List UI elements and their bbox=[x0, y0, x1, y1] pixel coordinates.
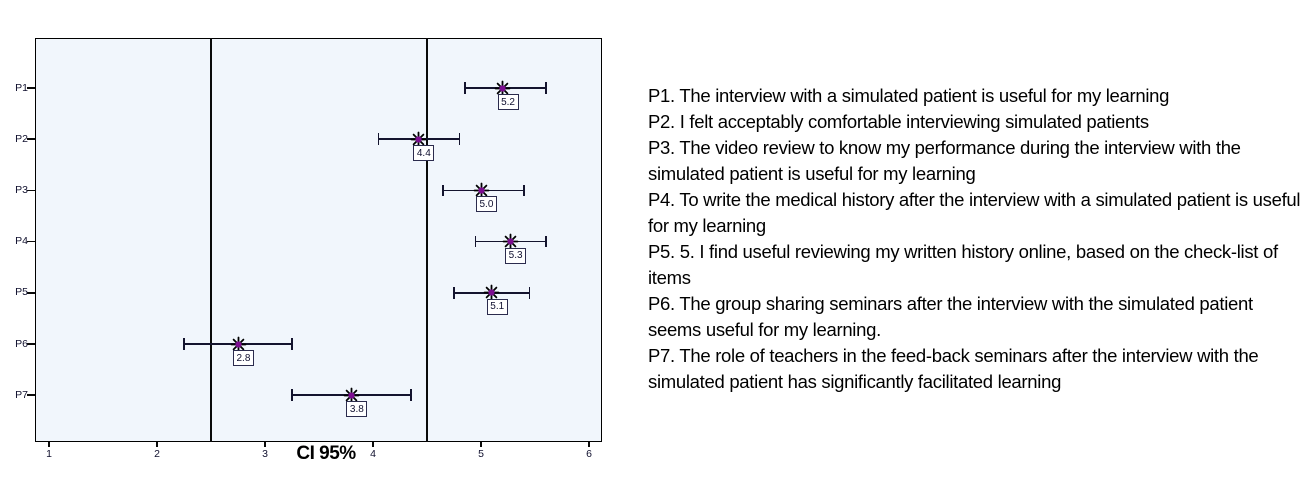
x-axis-tick-label: 5 bbox=[478, 448, 484, 460]
y-axis-tick bbox=[27, 240, 35, 243]
x-axis-tick-label: 3 bbox=[262, 448, 268, 460]
ci-cap-low bbox=[291, 389, 293, 401]
mean-value-box: 3.8 bbox=[346, 401, 368, 418]
ci-cap-high bbox=[458, 133, 461, 145]
ci-cap-high bbox=[523, 184, 525, 197]
y-axis-tick bbox=[27, 87, 35, 89]
asterisk-marker-icon bbox=[502, 233, 519, 250]
ci-cap-low bbox=[442, 184, 444, 197]
y-axis-tick bbox=[27, 394, 35, 396]
ci-cap-low bbox=[183, 338, 185, 350]
y-axis-label: P7 bbox=[15, 388, 28, 401]
legend-item-p7: P7. The role of teachers in the feed-bac… bbox=[648, 345, 1259, 392]
y-axis-label: P3 bbox=[15, 183, 28, 196]
y-axis-tick bbox=[27, 189, 35, 192]
asterisk-marker-icon bbox=[230, 336, 247, 353]
y-axis-tick bbox=[27, 343, 35, 345]
ci-cap-high bbox=[410, 389, 412, 401]
y-axis-label: P4 bbox=[15, 235, 28, 248]
reference-line bbox=[210, 38, 212, 442]
x-axis-tick bbox=[372, 442, 374, 447]
ci-cap-low bbox=[464, 82, 466, 94]
legend-item-p3: P3. The video review to know my performa… bbox=[648, 137, 1241, 184]
reference-line bbox=[426, 38, 428, 442]
ci-cap-high bbox=[291, 338, 293, 350]
y-axis-label: P1 bbox=[15, 81, 28, 94]
asterisk-marker-icon bbox=[343, 387, 360, 404]
ci-cap-low bbox=[377, 133, 380, 145]
asterisk-marker-icon bbox=[473, 182, 490, 199]
y-axis-label: P6 bbox=[15, 337, 28, 350]
x-axis-tick bbox=[156, 442, 158, 447]
mean-value-box: 5.0 bbox=[476, 196, 497, 213]
ci-cap-low bbox=[453, 287, 455, 299]
mean-value-box: 5.1 bbox=[486, 298, 508, 315]
y-axis-tick bbox=[27, 292, 35, 294]
x-axis-title: CI 95% bbox=[296, 443, 356, 464]
x-axis-tick-label: 1 bbox=[46, 448, 52, 460]
ci-cap-high bbox=[545, 235, 547, 248]
mean-value-box: 5.2 bbox=[497, 94, 519, 110]
ci-cap-high bbox=[528, 287, 531, 299]
x-axis-tick-label: 2 bbox=[154, 448, 160, 460]
mean-value-box: 5.3 bbox=[505, 247, 527, 264]
x-axis-tick bbox=[264, 442, 266, 447]
item-legend: P1. The interview with a simulated patie… bbox=[648, 83, 1304, 395]
mean-value-box: 4.4 bbox=[413, 145, 435, 162]
x-axis-tick bbox=[588, 442, 590, 447]
x-axis-tick bbox=[480, 442, 482, 447]
ci-cap-low bbox=[474, 235, 477, 248]
y-axis-label: P2 bbox=[15, 132, 28, 145]
y-axis-tick bbox=[27, 138, 35, 140]
mean-value-box: 2.8 bbox=[233, 350, 254, 366]
asterisk-marker-icon bbox=[483, 284, 500, 301]
legend-item-p1: P1. The interview with a simulated patie… bbox=[648, 85, 1170, 106]
ci-cap-high bbox=[545, 82, 547, 94]
legend-item-p6: P6. The group sharing seminars after the… bbox=[648, 293, 1253, 340]
legend-item-p2: P2. I felt acceptably comfortable interv… bbox=[648, 111, 1149, 132]
x-axis-tick bbox=[48, 442, 50, 447]
y-axis-label: P5 bbox=[15, 286, 28, 299]
x-axis-tick-label: 4 bbox=[370, 448, 376, 460]
legend-item-p5: P5. 5. I find useful reviewing my writte… bbox=[648, 241, 1278, 288]
x-axis-tick-label: 6 bbox=[586, 448, 592, 460]
asterisk-marker-icon bbox=[410, 131, 427, 148]
legend-item-p4: P4. To write the medical history after t… bbox=[648, 189, 1301, 236]
asterisk-marker-icon bbox=[494, 80, 511, 97]
